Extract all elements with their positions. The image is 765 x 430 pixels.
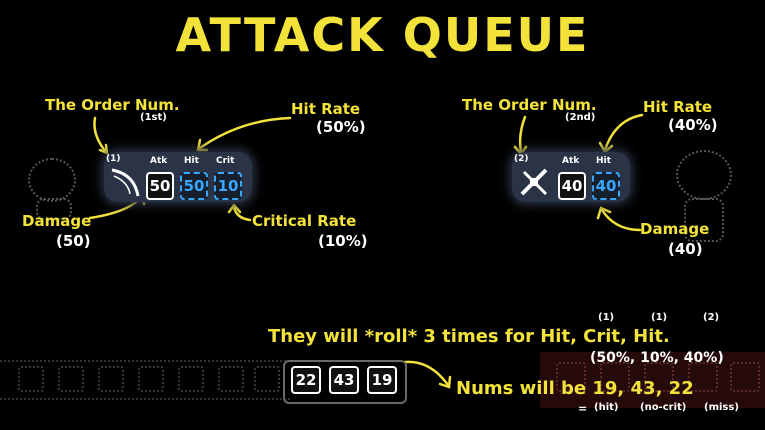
- enemy-slot: [600, 362, 630, 392]
- dice-strip: [0, 360, 290, 400]
- dice-slot: [218, 366, 244, 392]
- left-damage-value: (50): [56, 232, 91, 250]
- left-col-crit: Crit: [216, 156, 235, 166]
- dice-slot: [98, 366, 124, 392]
- dice-slot: [254, 366, 280, 392]
- left-character-outline: [28, 158, 76, 202]
- dice-slot: [138, 366, 164, 392]
- right-col-hit: Hit: [596, 156, 611, 166]
- enemy-slot: [688, 362, 718, 392]
- dice-slot: [18, 366, 44, 392]
- left-atk-value: 50: [146, 172, 174, 200]
- enemy-slot: [556, 362, 586, 392]
- left-order-num: (1): [106, 154, 121, 164]
- left-hit-rate-label: Hit Rate: [291, 100, 361, 118]
- roll-order-mark-3: (2): [703, 312, 720, 323]
- right-hit-rate-value: (40%): [668, 116, 718, 134]
- roll-outcome-3: (miss): [704, 402, 739, 413]
- rolls-frame: [283, 360, 407, 404]
- roll-explanation: They will *roll* 3 times for Hit, Crit, …: [268, 326, 670, 347]
- right-damage-value: (40): [668, 240, 703, 258]
- crossed-swords-icon: [520, 168, 548, 196]
- right-character-body-outline: [684, 198, 724, 242]
- right-atk-value: 40: [558, 172, 586, 200]
- dice-slot: [58, 366, 84, 392]
- enemy-slot: [644, 362, 674, 392]
- right-order-num: (2): [514, 154, 529, 164]
- left-character-body-outline: [36, 198, 72, 220]
- left-col-hit: Hit: [184, 156, 199, 166]
- enemy-strip: [540, 352, 765, 408]
- roll-order-mark-2: (1): [651, 312, 668, 323]
- slash-icon: [111, 168, 140, 197]
- roll-chances: (50%, 10%, 40%): [590, 350, 724, 366]
- roll-value-1: 22: [291, 366, 321, 394]
- left-hit-value: 50: [180, 172, 208, 200]
- right-hit-value: 40: [592, 172, 620, 200]
- roll-eq: =: [578, 402, 588, 415]
- roll-order-mark-1: (1): [598, 312, 615, 323]
- right-order-label: The Order Num.: [462, 96, 597, 114]
- left-damage-label: Damage: [22, 212, 92, 230]
- left-col-atk: Atk: [150, 156, 168, 166]
- right-character-outline: [676, 150, 732, 200]
- right-hit-rate-label: Hit Rate: [643, 98, 713, 116]
- roll-outcome-1: (hit): [594, 402, 619, 413]
- roll-value-2: 43: [329, 366, 359, 394]
- left-crit-value-box: 10: [214, 172, 242, 200]
- enemy-slot: [730, 362, 760, 392]
- right-damage-label: Damage: [640, 220, 710, 238]
- page-title: ATTACK QUEUE: [175, 8, 590, 62]
- dice-slot: [178, 366, 204, 392]
- roll-nums-line: Nums will be 19, 43, 22: [456, 378, 694, 399]
- right-order-sub: (2nd): [565, 112, 596, 123]
- left-crit-value: (10%): [318, 232, 368, 250]
- left-hit-rate-value: (50%): [316, 118, 366, 136]
- left-crit-label: Critical Rate: [252, 212, 357, 230]
- roll-outcome-2: (no-crit): [640, 402, 687, 413]
- left-order-sub: (1st): [140, 112, 167, 123]
- left-order-label: The Order Num.: [45, 96, 180, 114]
- roll-value-3: 19: [367, 366, 397, 394]
- right-col-atk: Atk: [562, 156, 580, 166]
